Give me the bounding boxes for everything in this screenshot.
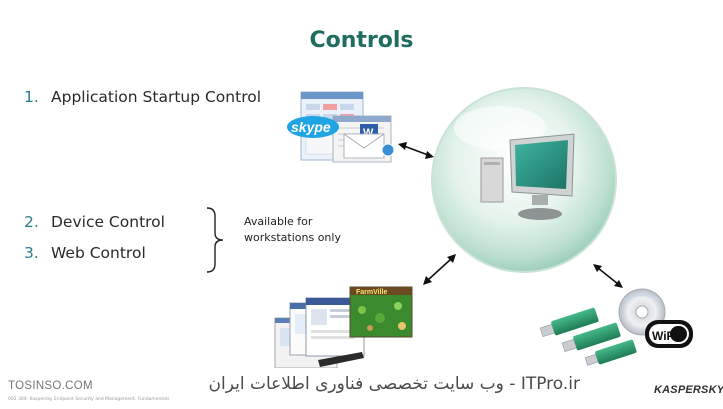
protected-computer-sphere: [431, 87, 617, 273]
connection-arrows: [398, 142, 623, 288]
list-label: Web Control: [51, 244, 146, 262]
wifi-icon: WiFi: [645, 320, 693, 348]
controls-illustration: W skype FarmVille: [274, 87, 693, 368]
itpro-watermark: ITPro.ir - وب سایت تخصصی فناوری اطلاعات …: [208, 374, 581, 394]
tosinso-watermark: TOSINSO.COM: [8, 380, 93, 392]
usb-devices-icon: [539, 307, 637, 366]
list-label: Application Startup Control: [51, 88, 262, 106]
skype-logo: skype: [291, 119, 331, 135]
availability-note-line-1: Available for: [244, 215, 313, 228]
slide-title: Controls: [309, 28, 414, 53]
farmville-label: FarmVille: [356, 289, 387, 296]
course-caption: 002 304: Kaspersky Endpoint Security and…: [8, 397, 170, 402]
svg-text:W: W: [363, 127, 374, 139]
kaspersky-logo-text: KASPERSKY: [654, 384, 723, 396]
list-number: 1.: [24, 88, 39, 106]
wifi-label: WiFi: [652, 329, 677, 343]
applications-icon: W skype: [287, 91, 395, 163]
curly-brace-icon: [206, 207, 224, 273]
list-item-application-startup-control: 1. Application Startup Control: [24, 88, 261, 106]
availability-note-line-2: workstations only: [244, 231, 341, 244]
list-label: Device Control: [51, 213, 165, 231]
list-number: 3.: [24, 244, 39, 262]
availability-note: Available for workstations only: [244, 214, 341, 246]
kaspersky-logo: KASPERSKY®: [654, 384, 723, 396]
computer-icon: [480, 133, 575, 220]
list-item-web-control: 3. Web Control: [24, 244, 146, 262]
web-pages-icon: FarmVille: [274, 286, 413, 368]
list-number: 2.: [24, 213, 39, 231]
list-item-device-control: 2. Device Control: [24, 213, 165, 231]
